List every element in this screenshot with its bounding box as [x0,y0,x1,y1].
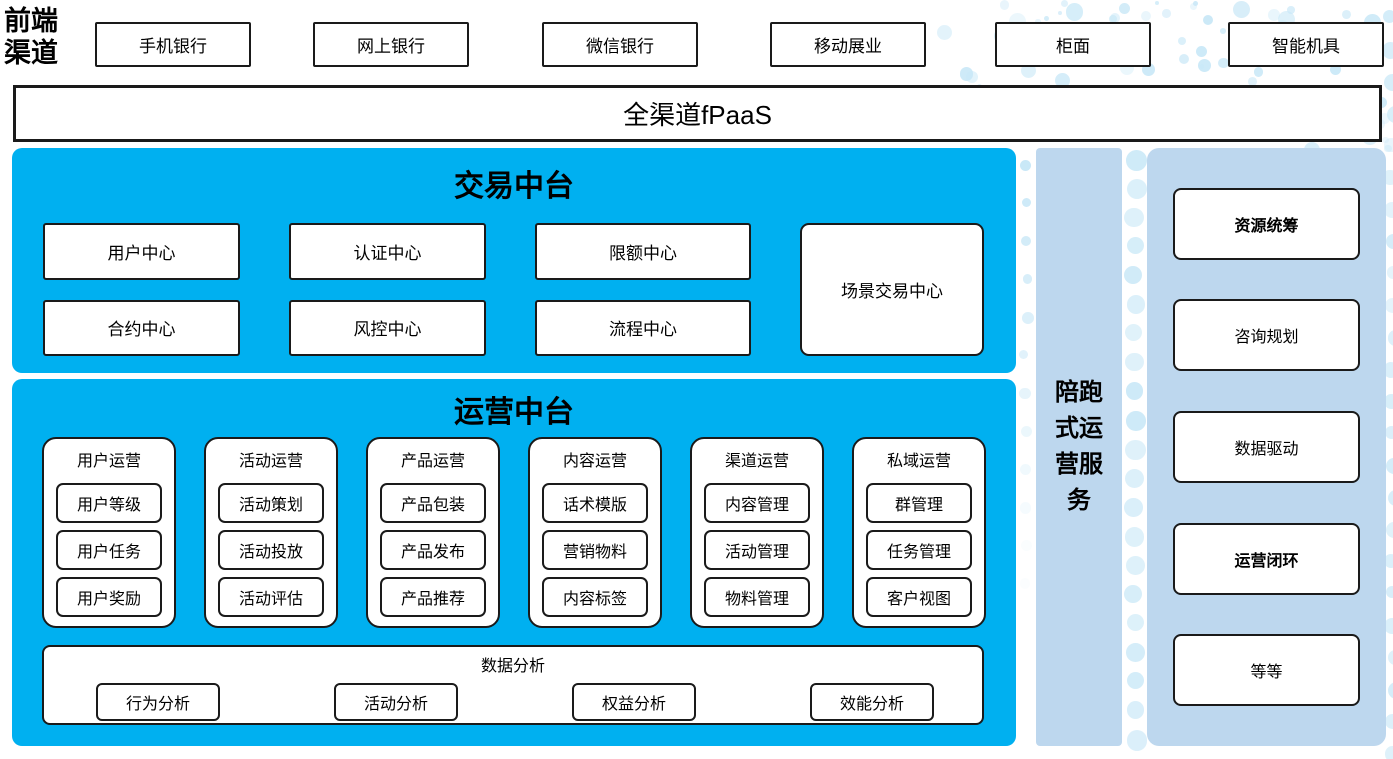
group-title: 内容运营 [562,453,627,470]
front-channels-label: 前端渠道 [4,6,58,68]
group-item: 内容管理 [704,483,810,523]
center-box-limit: 限额中心 [535,223,751,280]
group-title: 用户运营 [76,453,141,470]
group-card-activity-operation: 活动运营 活动策划 活动投放 活动评估 [204,437,338,628]
channel-box-online-bank: 网上银行 [313,22,469,67]
group-item: 活动评估 [218,577,324,617]
channel-box-counter: 柜面 [995,22,1151,67]
group-title: 活动运营 [238,453,303,470]
group-item: 活动管理 [704,530,810,570]
group-item: 产品包装 [380,483,486,523]
group-item: 内容标签 [542,577,648,617]
right-panel-item-2: 数据驱动 [1173,410,1360,483]
operation-platform-panel: 运营中台 用户运营 用户等级 用户任务 用户奖励 活动运营 活动策划 活动投放 … [12,379,1016,746]
scene-trade-center-box: 场景交易中心 [800,223,984,356]
right-panel-item-0: 资源统筹 [1173,187,1360,260]
analysis-box-behavior: 行为分析 [96,683,220,721]
trade-centers-grid: 场景交易中心 用户中心 认证中心 限额中心 合约中心 风控中心 流程中心 [43,223,984,356]
group-item: 群管理 [866,483,972,523]
group-item: 营销物料 [542,530,648,570]
right-panel-item-3: 运营闭环 [1173,522,1360,595]
group-item: 用户等级 [56,483,162,523]
accompany-service-label: 陪跑式运营服务 [1055,379,1103,514]
group-item: 物料管理 [704,577,810,617]
group-title: 渠道运营 [724,453,789,470]
center-box-auth: 认证中心 [289,223,486,280]
group-item: 用户任务 [56,530,162,570]
group-item: 活动投放 [218,530,324,570]
group-item: 产品推荐 [380,577,486,617]
group-card-user-operation: 用户运营 用户等级 用户任务 用户奖励 [42,437,176,628]
analysis-box-efficiency: 效能分析 [810,683,934,721]
trade-platform-panel: 交易中台 场景交易中心 用户中心 认证中心 限额中心 合约中心 风控中心 流程中… [12,148,1016,373]
center-box-user: 用户中心 [43,223,240,280]
group-item: 产品发布 [380,530,486,570]
data-analysis-title: 数据分析 [480,658,545,675]
trade-platform-title: 交易中台 [454,170,574,203]
center-box-contract: 合约中心 [43,299,240,356]
operation-groups: 用户运营 用户等级 用户任务 用户奖励 活动运营 活动策划 活动投放 活动评估 … [42,437,986,628]
group-card-content-operation: 内容运营 话术模版 营销物料 内容标签 [528,437,662,628]
group-item: 活动策划 [218,483,324,523]
group-card-private-domain-operation: 私域运营 群管理 任务管理 客户视图 [852,437,986,628]
service-items-panel: 资源统筹 咨询规划 数据驱动 运营闭环 等等 [1147,148,1386,746]
right-panel-item-1: 咨询规划 [1173,299,1360,372]
channel-box-mobile-sales: 移动展业 [770,22,926,67]
group-title: 产品运营 [400,453,465,470]
group-card-product-operation: 产品运营 产品包装 产品发布 产品推荐 [366,437,500,628]
group-card-channel-operation: 渠道运营 内容管理 活动管理 物料管理 [690,437,824,628]
channel-box-smart-device: 智能机具 [1228,22,1384,67]
data-analysis-card: 数据分析 行为分析 活动分析 权益分析 效能分析 [42,645,984,725]
fpaas-bar: 全渠道fPaaS [13,85,1382,142]
group-item: 话术模版 [542,483,648,523]
channel-box-wechat-bank: 微信银行 [542,22,698,67]
group-item: 用户奖励 [56,577,162,617]
group-item: 任务管理 [866,530,972,570]
channel-box-mobile-bank: 手机银行 [95,22,251,67]
group-title: 私域运营 [886,453,951,470]
group-item: 客户视图 [866,577,972,617]
center-box-risk: 风控中心 [289,299,486,356]
center-box-process: 流程中心 [535,299,751,356]
analysis-box-rights: 权益分析 [572,683,696,721]
analysis-box-activity: 活动分析 [334,683,458,721]
right-panel-item-4: 等等 [1173,634,1360,707]
operation-platform-title: 运营中台 [454,396,574,429]
accompany-service-bar: 陪跑式运营服务 [1036,148,1122,746]
